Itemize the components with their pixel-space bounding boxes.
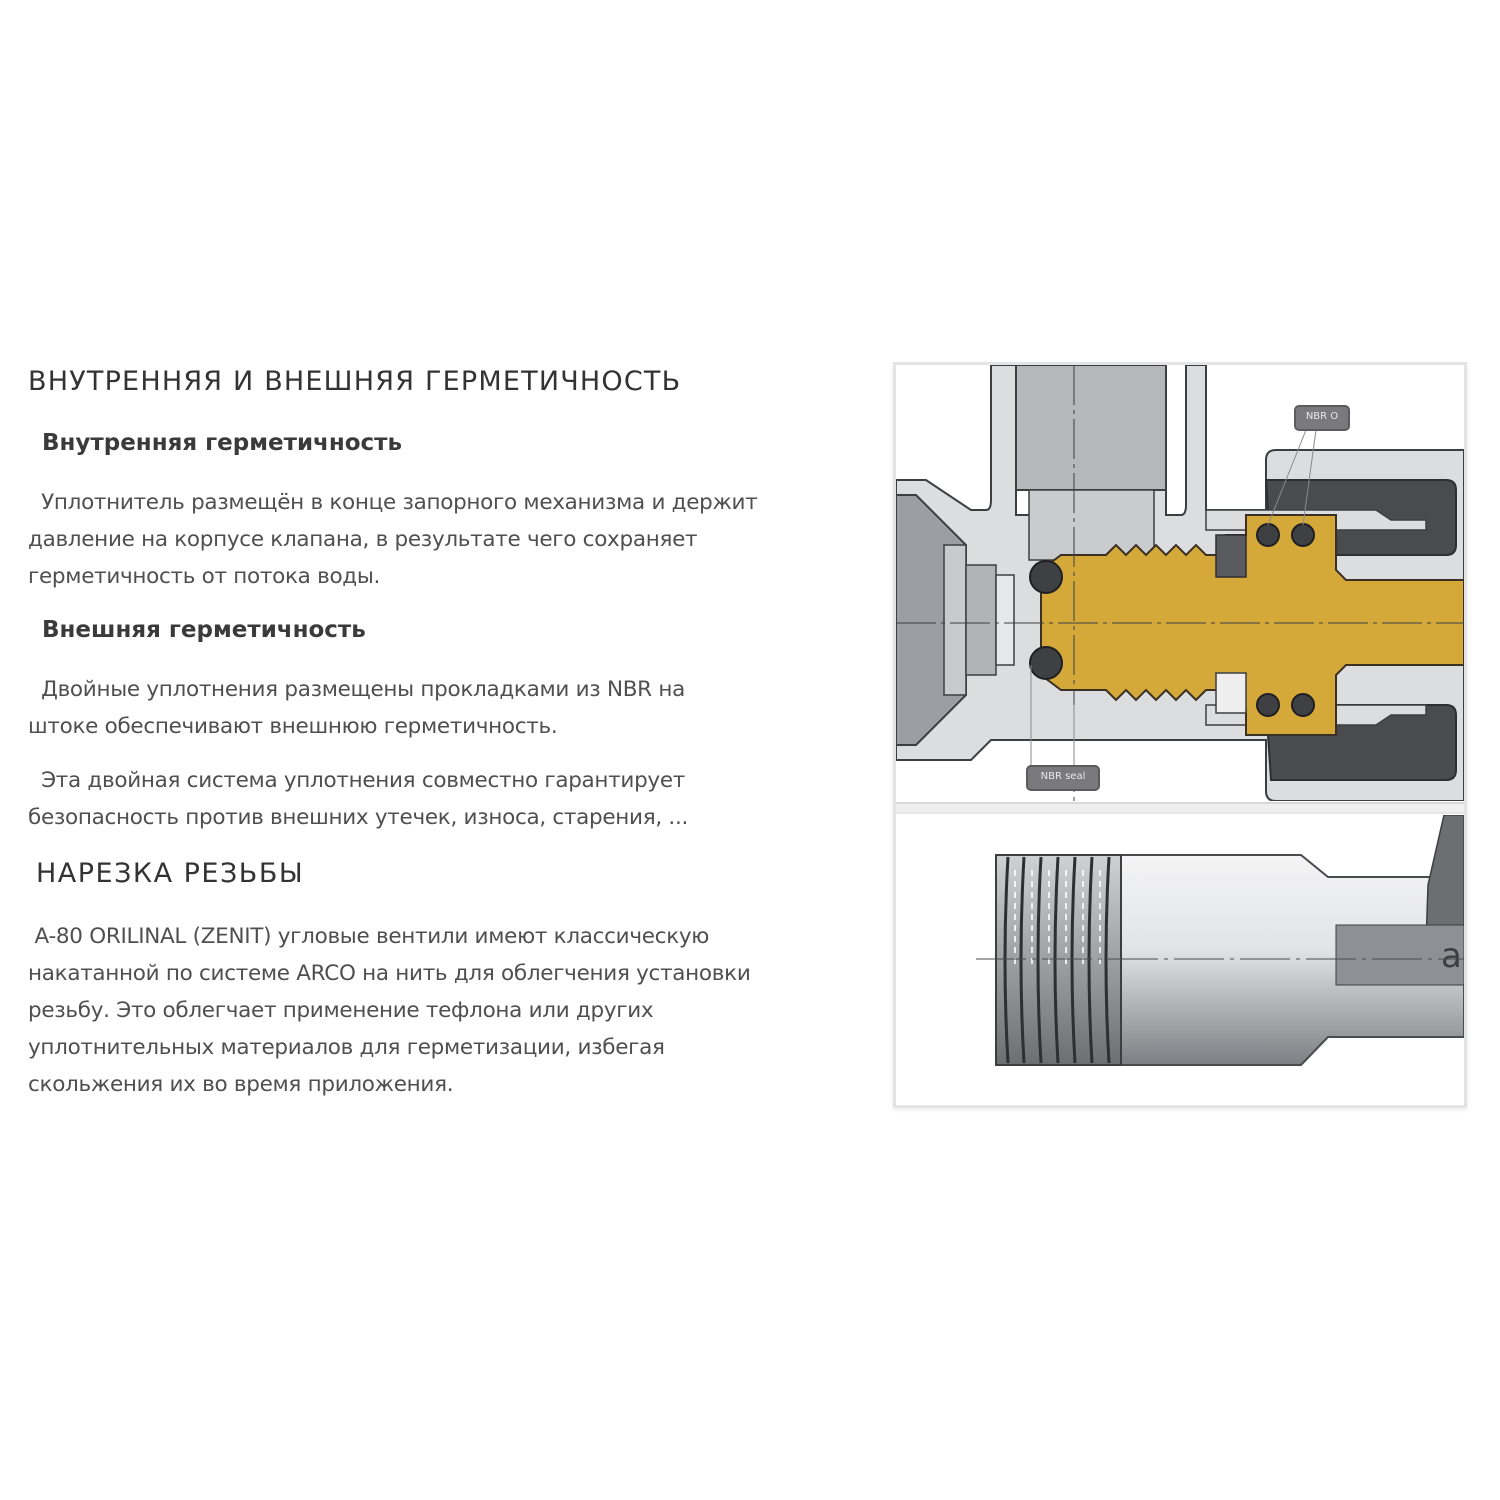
threading-line-3: резьбу. Это облегчает применение тефлона… [28,998,654,1023]
figure-frame: NBR O NBR seal a [893,362,1467,1108]
threading-title: НАРЕЗКА РЕЗЬБЫ [36,858,305,889]
internal-sealing-title: Внутренняя герметичность [42,430,403,456]
external-sealing-p1-line-1: Двойные уплотнения размещены прокладками… [28,677,685,702]
internal-sealing-line-3: герметичность от потока воды. [28,564,381,589]
main-title: ВНУТРЕННЯЯ И ВНЕШНЯЯ ГЕРМЕТИЧНОСТЬ [28,366,682,397]
nbr-seal-callout: NBR seal [1026,765,1100,791]
external-sealing-p2-line-1: Эта двойная система уплотнения совместно… [28,768,686,793]
threading-line-2: накатанной по системе ARCO на нить для о… [28,961,751,986]
external-sealing-p2-line-2: безопасность против внешних утечек, изно… [28,805,689,830]
valve-cross-section-diagram: NBR O NBR seal [896,365,1464,801]
svg-text:a: a [1441,936,1462,976]
nbr-o-ring-callout: NBR O [1294,405,1350,431]
threading-line-4: уплотнительных материалов для герметизац… [28,1035,665,1060]
figure-divider [896,802,1464,814]
external-sealing-p1-line-2: штоке обеспечивают внешнюю герметичность… [28,714,558,739]
threading-line-1: A-80 ORILINAL (ZENIT) угловые вентили им… [28,924,710,949]
threaded-pipe-diagram: a [896,815,1464,1105]
internal-sealing-line-1: Уплотнитель размещён в конце запорного м… [28,490,758,515]
internal-sealing-line-2: давление на корпусе клапана, в результат… [28,527,698,552]
threading-line-5: скольжения их во время приложения. [28,1072,454,1097]
external-sealing-title: Внешняя герметичность [42,617,366,643]
